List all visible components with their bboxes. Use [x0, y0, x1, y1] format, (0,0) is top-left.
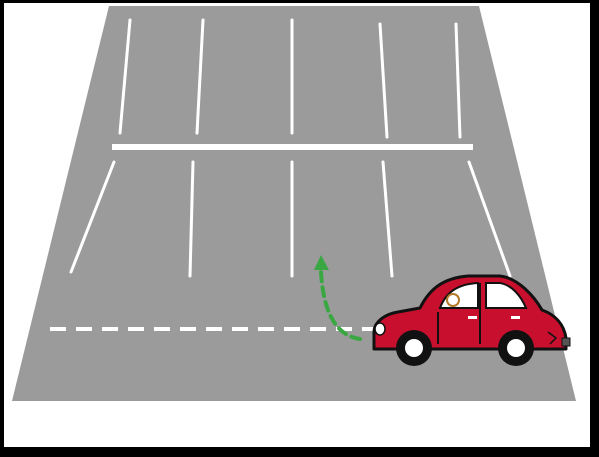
car-tail-light	[562, 338, 570, 346]
car-door-handle	[511, 316, 520, 319]
car-door-handle	[468, 316, 477, 319]
car-rear-hubcap	[507, 339, 525, 357]
car-front-hubcap	[405, 339, 423, 357]
car-headlight	[375, 323, 385, 335]
